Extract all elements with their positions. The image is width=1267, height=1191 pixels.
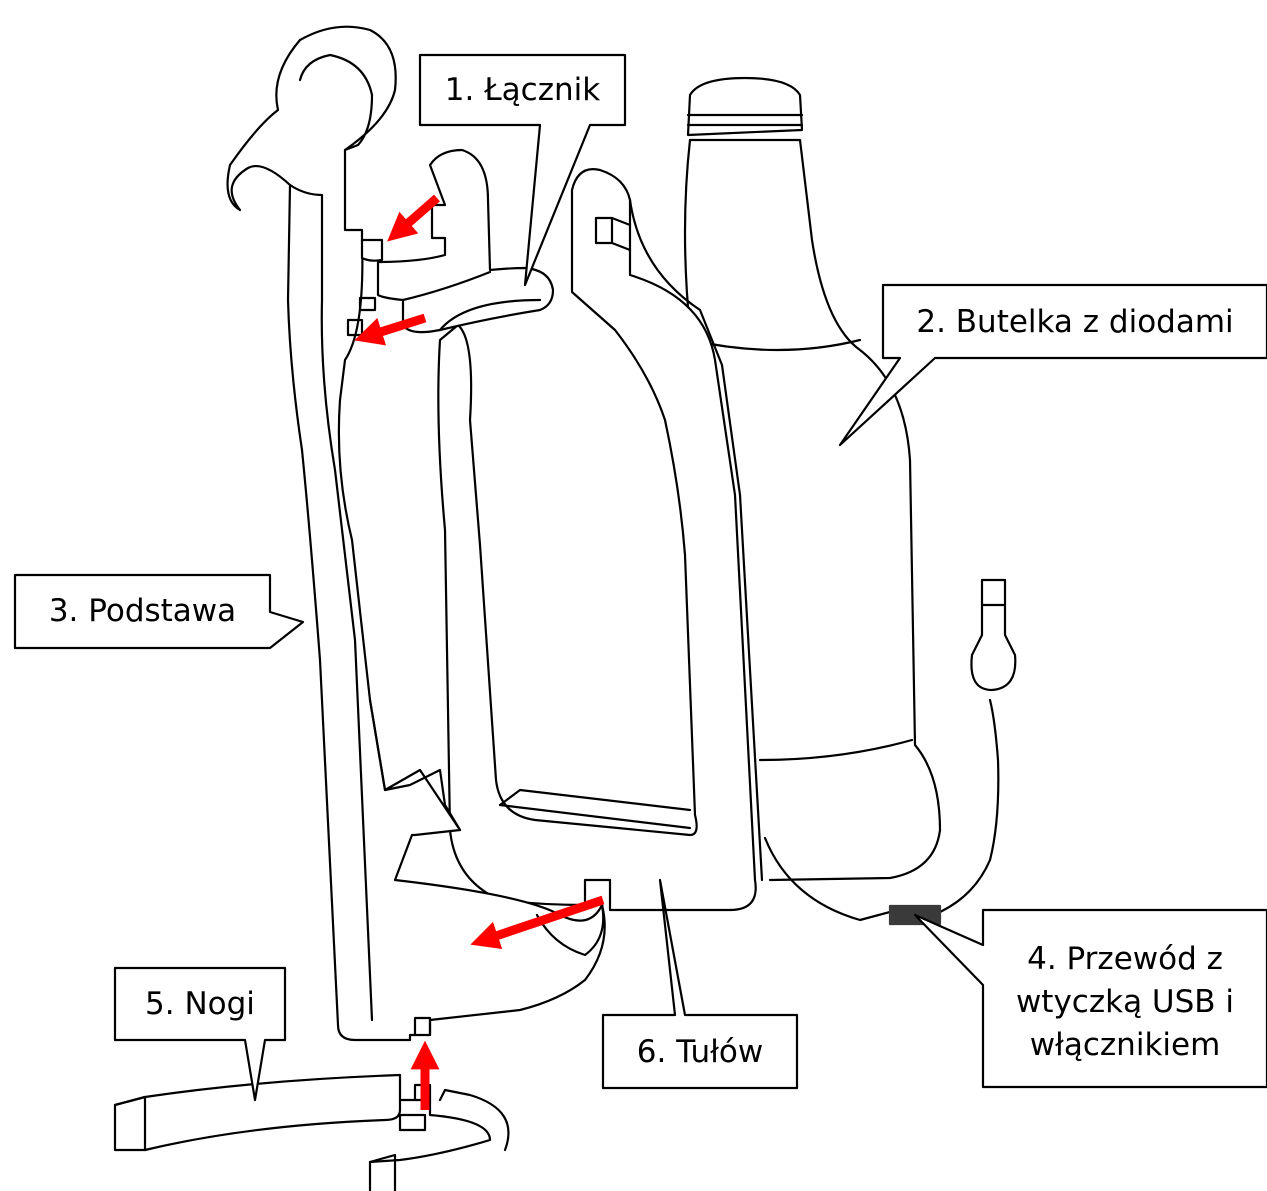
legs-part <box>115 1075 508 1191</box>
label-nogi: 5. Nogi <box>115 985 285 1024</box>
label-przewod-line2: wtyczką USB i <box>983 983 1267 1022</box>
label-podstawa: 3. Podstawa <box>15 592 270 631</box>
label-lacznik: 1. Łącznik <box>420 71 625 110</box>
label-butelka: 2. Butelka z diodami <box>883 303 1267 342</box>
usb-cable-part <box>765 580 1015 924</box>
label-przewod-line3: włącznikiem <box>983 1026 1267 1065</box>
connector-part <box>348 150 553 335</box>
label-tulow: 6. Tułów <box>603 1033 797 1072</box>
label-przewod-line1: 4. Przewód z <box>983 940 1267 979</box>
